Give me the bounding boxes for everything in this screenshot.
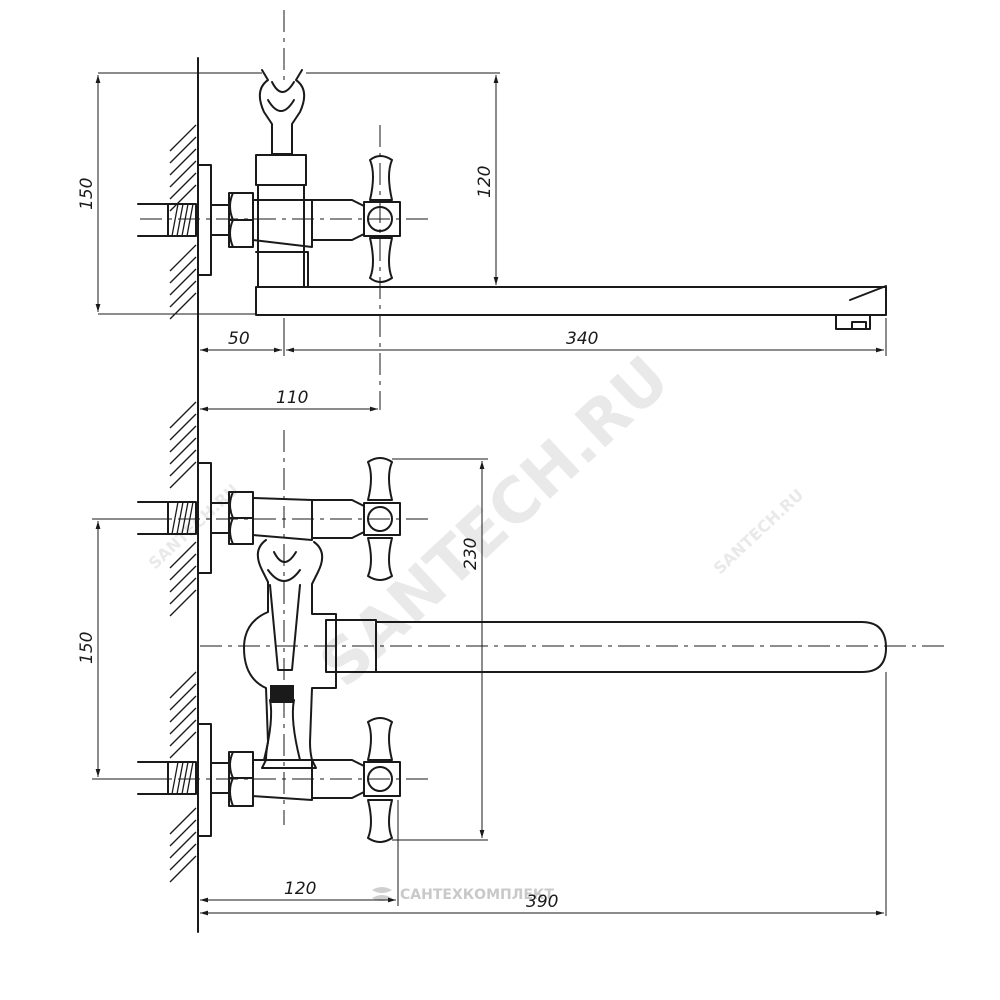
watermark-small-left: SANTECH.RU: [145, 480, 243, 573]
front-diverter-knob: [270, 685, 294, 703]
dim-front-height-total: 230: [461, 538, 481, 570]
side-spout: [255, 285, 887, 330]
side-flange: [197, 164, 212, 276]
bottom-logo-watermark: САНТЕХКОМПЛЕКТ: [372, 887, 554, 903]
wall-hatch-bottom: [169, 671, 197, 883]
side-view: [137, 10, 887, 410]
front-body: [243, 430, 337, 825]
front-lower-handle-top: [367, 717, 393, 761]
front-upper-handle-bottom: [367, 537, 393, 581]
watermark-small-right: SANTECH.RU: [710, 485, 808, 578]
wall: [169, 57, 199, 933]
side-cross-handle-top: [369, 155, 393, 201]
dim-top-spout-length: 340: [566, 329, 598, 349]
front-inlet-lower: [137, 717, 430, 843]
dim-top-wall-offset: 50: [228, 329, 250, 349]
front-inlet-upper: [137, 457, 430, 581]
side-body-top: [255, 154, 307, 186]
wall-hatch-top: [169, 124, 197, 320]
side-inlet: [137, 164, 313, 276]
logo-icon: [372, 887, 392, 901]
dim-top-spout-height: 120: [475, 166, 495, 198]
side-nut: [228, 192, 254, 248]
dim-bottom-total-length: 390: [526, 892, 558, 912]
side-cross-handle-bottom: [369, 237, 393, 283]
front-view: [137, 430, 946, 843]
front-lower-handle-bottom: [367, 799, 393, 843]
front-spout: [200, 619, 946, 673]
side-shower-holder: [258, 10, 306, 155]
bottom-logo-text: САНТЕХКОМПЛЕКТ: [400, 887, 554, 903]
dim-front-inlet-spacing: 150: [77, 632, 97, 664]
front-upper-handle-top: [367, 457, 393, 501]
watermark-main: SANTECH.RU: [305, 342, 683, 701]
dim-top-height-total: 150: [77, 178, 97, 210]
dim-bottom-handle-offset: 120: [284, 879, 316, 899]
dimensions: 150 120 50 340 110 230 150 120 390: [77, 72, 887, 916]
dim-mid-handle-offset: 110: [276, 388, 308, 408]
wall-hatch-mid: [169, 401, 197, 617]
